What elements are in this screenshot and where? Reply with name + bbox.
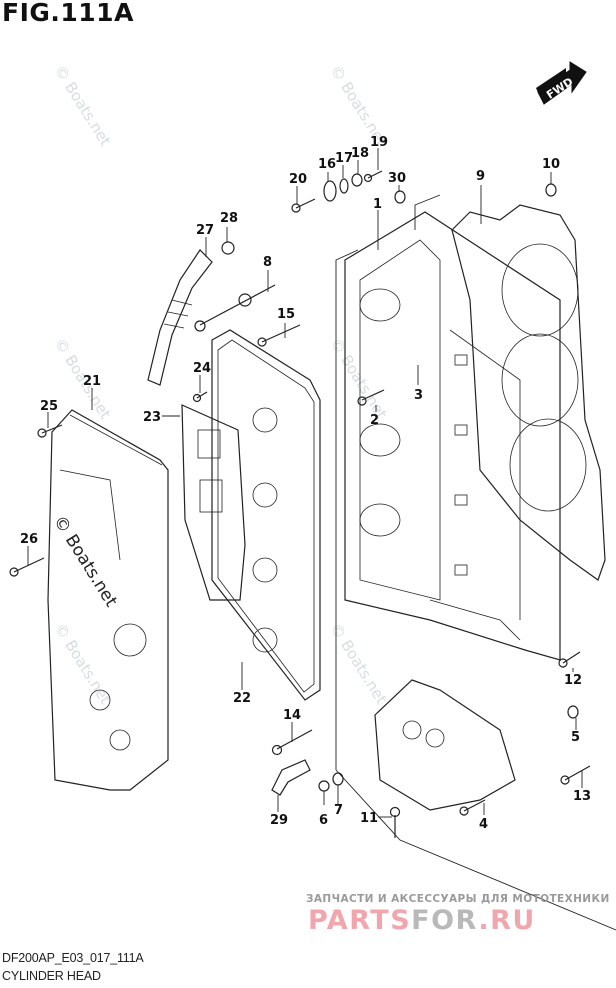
callout-5[interactable]: 5 (571, 730, 580, 745)
callout-16[interactable]: 16 (318, 157, 336, 172)
figure-name: CYLINDER HEAD (2, 969, 101, 983)
callout-22[interactable]: 22 (233, 691, 251, 706)
callout-3[interactable]: 3 (414, 388, 423, 403)
dowel-10 (545, 183, 557, 197)
bolt-13 (560, 765, 591, 785)
callout-7[interactable]: 7 (334, 803, 343, 818)
o-ring-17 (339, 178, 349, 194)
callout-4[interactable]: 4 (479, 817, 488, 832)
bolt-4 (459, 799, 486, 816)
callout-11[interactable]: 11 (360, 811, 378, 826)
callout-14[interactable]: 14 (283, 708, 301, 723)
bolt-14 (271, 729, 313, 756)
cover-16 (323, 180, 337, 202)
callout-17[interactable]: 17 (335, 151, 353, 166)
bolt-24 (192, 391, 208, 403)
leader-lines (27, 148, 583, 818)
callout-27[interactable]: 27 (196, 223, 214, 238)
shop-logo-part1: PARTS (308, 905, 412, 936)
head-gasket (451, 204, 606, 581)
dowel-5 (567, 705, 579, 719)
callout-13[interactable]: 13 (573, 789, 591, 804)
cylinder-head-cover (47, 409, 169, 791)
hose-clamp (221, 241, 235, 255)
gasket-plate (181, 404, 246, 601)
fwd-badge: FWD (536, 61, 587, 105)
bolt-20 (291, 198, 316, 213)
valve-cover-gasket (211, 329, 321, 701)
callout-28[interactable]: 28 (220, 211, 238, 226)
shop-logo-part2: FOR (411, 905, 479, 936)
callout-23[interactable]: 23 (143, 410, 161, 425)
bolt-8 (194, 284, 276, 332)
callout-12[interactable]: 12 (564, 673, 582, 688)
figure-code: DF200AP_E03_017_111A (2, 951, 144, 965)
callout-9[interactable]: 9 (476, 169, 485, 184)
shop-logo-part3: .RU (478, 905, 536, 936)
bolt-11 (389, 806, 401, 838)
lower-cover (374, 679, 516, 811)
plug-18 (351, 173, 363, 187)
washer-6 (318, 780, 330, 792)
o-ring-7 (332, 772, 344, 786)
callout-25[interactable]: 25 (40, 399, 58, 414)
callout-30[interactable]: 30 (388, 171, 406, 186)
callout-labels: 1 2 3 4 5 6 7 8 9 10 11 12 13 14 15 16 1… (20, 135, 591, 832)
callout-8[interactable]: 8 (263, 255, 272, 270)
callout-21[interactable]: 21 (83, 374, 101, 389)
dowel-30 (394, 190, 406, 204)
bolt-25 (37, 424, 63, 438)
bolt-15 (257, 324, 301, 347)
callout-1[interactable]: 1 (373, 197, 382, 212)
cylinder-head (344, 211, 561, 661)
callout-2[interactable]: 2 (370, 413, 379, 428)
figure-title: FIG.111A (2, 0, 134, 27)
callout-10[interactable]: 10 (542, 157, 560, 172)
callout-26[interactable]: 26 (20, 532, 38, 547)
callout-6[interactable]: 6 (319, 813, 328, 828)
callout-29[interactable]: 29 (270, 813, 288, 828)
callout-24[interactable]: 24 (193, 361, 211, 376)
bolt-12 (558, 651, 581, 668)
bolt-2 (357, 389, 385, 406)
shop-logo[interactable]: PARTSFOR.RU (308, 905, 536, 936)
sensor-29 (271, 759, 311, 796)
callout-20[interactable]: 20 (289, 172, 307, 187)
callout-19[interactable]: 19 (370, 135, 388, 150)
bolt-26 (9, 557, 45, 577)
bolt-19 (363, 170, 383, 183)
breather-hose (147, 249, 213, 386)
callout-15[interactable]: 15 (277, 307, 295, 322)
shop-tagline: ЗАПЧАСТИ И АКСЕССУАРЫ ДЛЯ МОТОТЕХНИКИ (306, 893, 610, 905)
callout-18[interactable]: 18 (351, 146, 369, 161)
